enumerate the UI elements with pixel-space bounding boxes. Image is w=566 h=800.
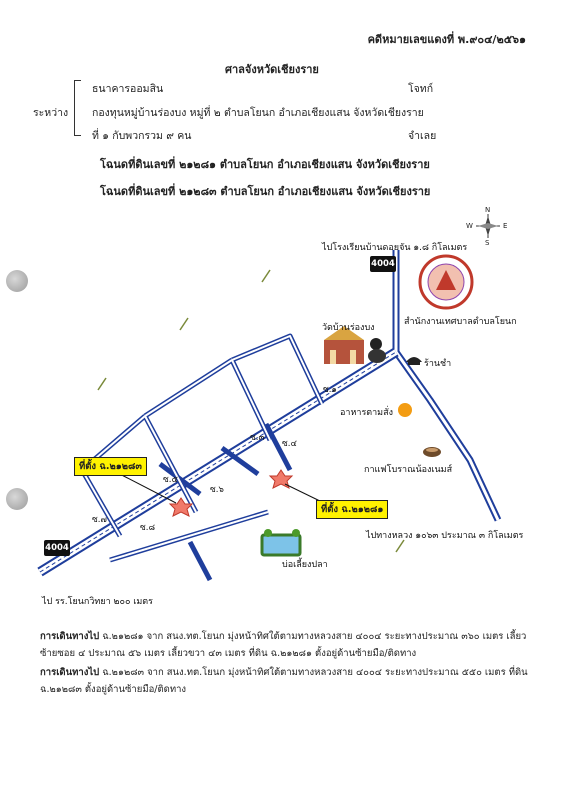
label-cafe: กาแฟโบราณน้องเนมส์ (364, 465, 453, 475)
temple-icon (324, 326, 364, 364)
directions-text-2: ฉ.๒๑๒๘๓ จาก สนง.ทต.โยนก มุ่งหน้าทิศใต้ตา… (40, 667, 528, 695)
compass-s: S (485, 239, 490, 247)
highway-right (392, 250, 502, 522)
directions-label-1: การเดินทางไป (40, 631, 100, 642)
defendant-role: จำเลย (408, 130, 437, 142)
defendant-name: กองทุนหมู่บ้านร่องบง หมู่ที่ ๒ ตำบลโยนก … (92, 107, 424, 119)
buddha-statue-icon (368, 338, 386, 363)
directions-label-2: การเดินทางไป (40, 667, 100, 678)
court-name: ศาลจังหวัดเชียงราย (225, 63, 319, 76)
label-restaurant: อาหารตามสั่ง (340, 408, 393, 418)
label-to-school-north: ไปโรงเรียนบ้านดอยจัน ๑.๘ กิโลเมตร (322, 243, 468, 253)
compass-icon (476, 214, 500, 238)
label-temple: วัดบ้านร่องบง (322, 323, 375, 333)
label-to-highway-1063: ไปทางหลวง ๑๐๖๓ ประมาณ ๓ กิโลเมตร (366, 531, 524, 541)
soi-7-label: ซ.๗ (92, 515, 107, 525)
pin-label-21281: ที่ตั้ง ฉ.๒๑๒๘๑ (316, 500, 389, 519)
pointer-line-21281 (284, 483, 323, 503)
compass-e: E (503, 222, 508, 230)
coffee-cup-icon (423, 447, 441, 457)
party-bracket (74, 80, 81, 136)
directions-21283: การเดินทางไป ฉ.๒๑๒๘๓ จาก สนง.ทต.โยนก มุ่… (40, 664, 530, 698)
defendant-count: ที่ ๑ กับพวกรวม ๙ คน (92, 130, 192, 142)
soi-6-label: ซ.๖ (210, 485, 224, 495)
soi-4-label: ซ.๔ (282, 439, 297, 449)
plaintiff-name: ธนาคารออมสิน (92, 83, 164, 95)
restaurant-icon (398, 403, 412, 417)
soi-5-label: ซ.๕ (163, 475, 178, 485)
soi-8-label: ซ.๘ (140, 523, 156, 533)
binder-hole-bottom (6, 488, 28, 510)
highway-badge-top: 4004 (370, 256, 396, 272)
parcel-marker-21281 (268, 469, 294, 489)
label-grocery: ร้านชำ (424, 359, 452, 369)
municipal-office-logo-icon (418, 254, 474, 310)
title-deed-1: โฉนดที่ดินเลขที่ ๒๑๒๘๑ ตำบลโยนก อำเภอเชี… (100, 158, 430, 171)
grocery-shop-icon (406, 357, 422, 365)
title-deed-2: โฉนดที่ดินเลขที่ ๒๑๒๘๓ ตำบลโยนก อำเภอเชี… (100, 185, 431, 198)
label-fish-pond: บ่อเลี้ยงปลา (282, 560, 328, 570)
pin-label-21283: ที่ตั้ง ฉ.๒๑๒๘๓ (74, 457, 147, 476)
between-label: ระหว่าง (33, 107, 69, 119)
label-municipal-office: สำนักงานเทศบาลตำบลโยนก (404, 317, 517, 327)
binder-hole-top (6, 270, 28, 292)
compass-w: W (466, 222, 473, 230)
soi-3-label: ซ.๓ (250, 433, 265, 443)
directions-text-1: ฉ.๒๑๒๘๑ จาก สนง.ทต.โยนก มุ่งหน้าทิศใต้ตา… (40, 631, 527, 659)
plaintiff-role: โจทก์ (408, 83, 434, 95)
compass-n: N (485, 206, 491, 214)
fish-pond-icon (260, 529, 302, 557)
highway-badge-bottom: 4004 (44, 540, 70, 556)
soi-1-label: ซ.๑ (323, 385, 337, 395)
parcel-marker-21283 (168, 497, 194, 517)
directions-21281: การเดินทางไป ฉ.๒๑๒๘๑ จาก สนง.ทต.โยนก มุ่… (40, 628, 530, 662)
case-number: คดีหมายเลขแดงที่ พ.๙๐๔/๒๕๖๑ (367, 33, 526, 46)
main-road (37, 347, 399, 577)
label-to-school-south: ไป รร.โยนกวิทยา ๒๐๐ เมตร (42, 597, 153, 607)
